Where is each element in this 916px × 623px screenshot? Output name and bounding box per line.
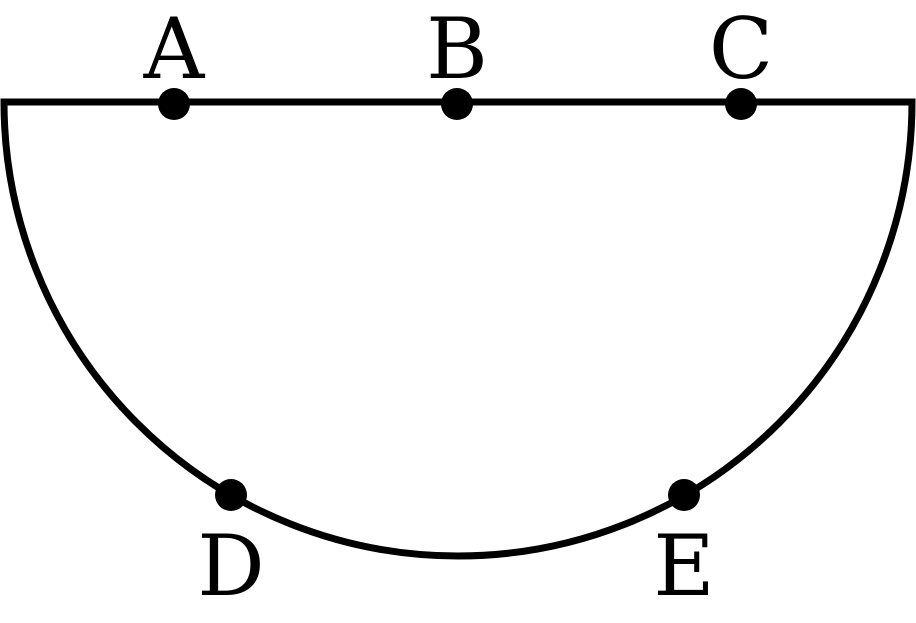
label-e: E bbox=[653, 517, 714, 615]
label-b: B bbox=[426, 0, 488, 98]
semicircle-outline bbox=[0, 98, 916, 560]
point-d bbox=[215, 479, 247, 511]
point-a bbox=[158, 88, 190, 120]
label-c: C bbox=[709, 0, 773, 98]
point-b bbox=[441, 88, 473, 120]
point-e bbox=[668, 479, 700, 511]
point-c bbox=[725, 88, 757, 120]
label-a: A bbox=[143, 0, 206, 98]
label-d: D bbox=[197, 517, 264, 615]
